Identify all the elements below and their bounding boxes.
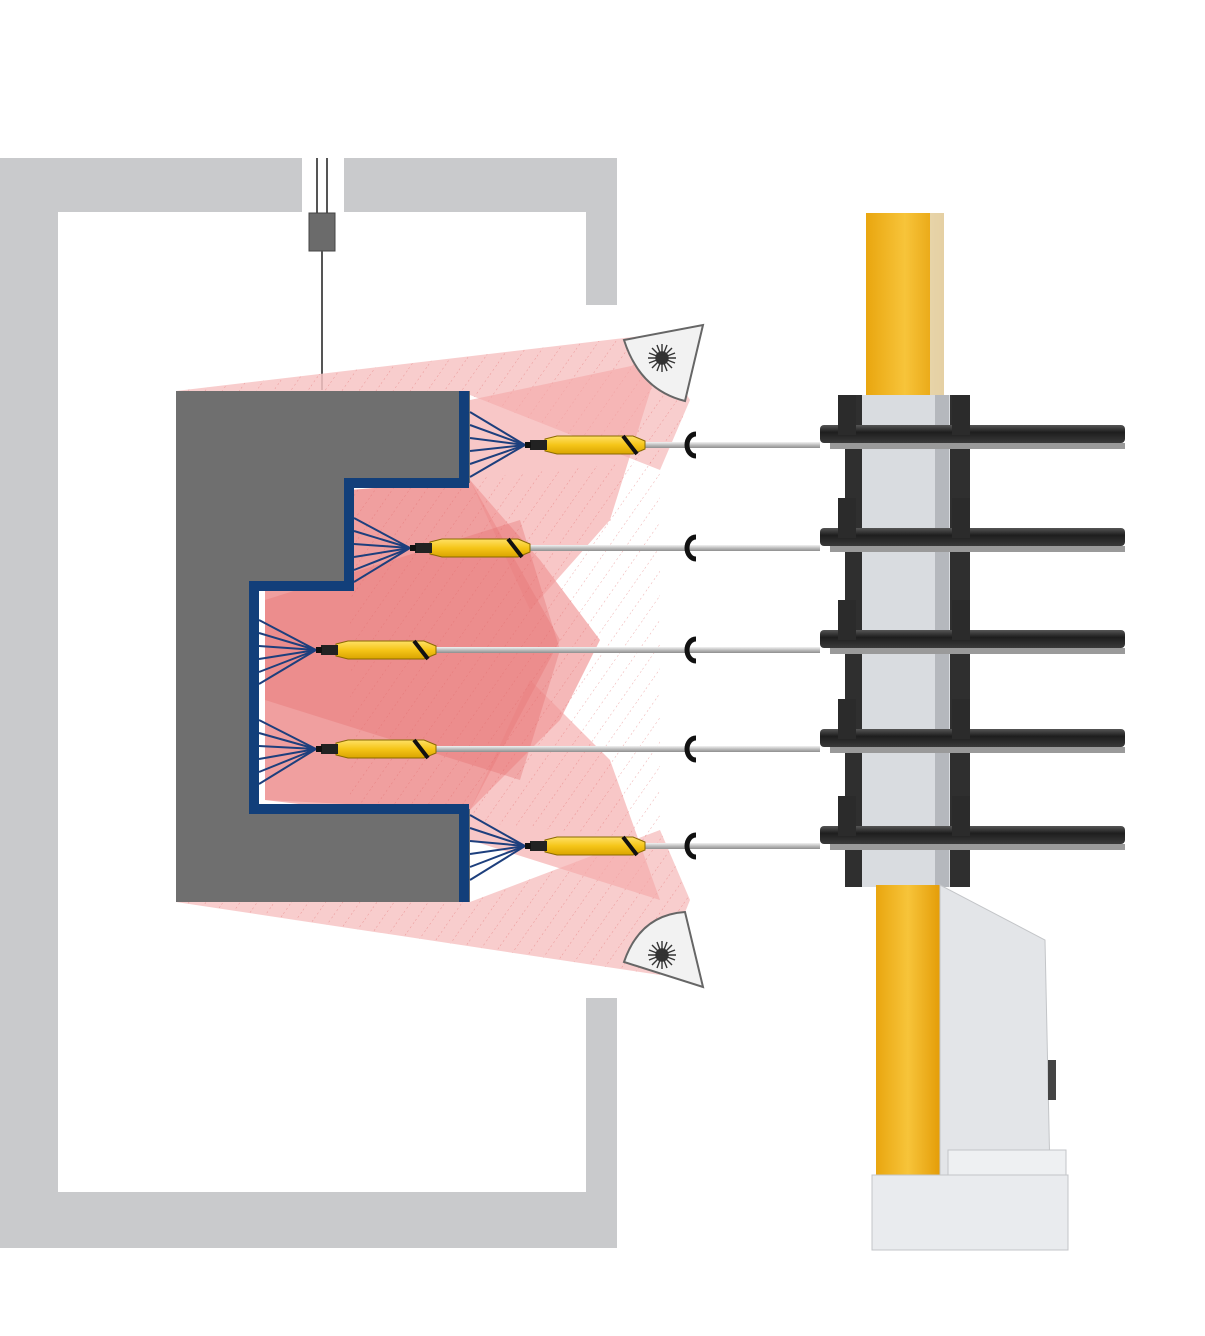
gun-nozzle [415, 543, 432, 553]
spray-booth-wall [0, 158, 617, 1248]
arm-bracket [952, 699, 970, 739]
clamp-ring [684, 636, 697, 664]
arm-bracket [838, 796, 856, 836]
scan-field-top [176, 335, 690, 470]
gun-nozzle [321, 744, 338, 754]
laser-burst-icon [648, 344, 676, 372]
gun-stripe [621, 434, 639, 456]
laser-scanner-bottom [622, 910, 705, 989]
gun-body [544, 435, 646, 455]
arm-rail-lower [830, 747, 1125, 753]
gun-tip [410, 545, 416, 551]
spray-gun-2 [410, 498, 1125, 562]
gun-nozzle [530, 841, 547, 851]
clamp-ring [684, 431, 697, 459]
arm-rail [820, 528, 1125, 546]
spray-gun-5 [525, 796, 1125, 860]
spray-fans [258, 411, 526, 881]
spray-fan-4 [258, 719, 317, 785]
gun-stripe [412, 738, 430, 760]
arm-rail [820, 630, 1125, 648]
gun-rod [645, 843, 820, 849]
spray-gun-1 [525, 395, 1125, 459]
gun-nozzle [321, 645, 338, 655]
gun-stripe [506, 537, 524, 559]
clamp-ring [684, 735, 697, 763]
clamp-ring [684, 534, 697, 562]
spray-gun-group [316, 395, 1125, 860]
gun-rod [436, 746, 820, 752]
spray-fan-3 [258, 619, 317, 685]
arm-rail [820, 826, 1125, 844]
gun-body [335, 739, 437, 759]
gun-tip [316, 647, 322, 653]
arm-bracket [952, 498, 970, 538]
arm-bracket [952, 796, 970, 836]
scan-field-bottom [176, 830, 690, 975]
arm-rail [820, 729, 1125, 747]
gun-rod [436, 647, 820, 653]
gun-stripe [621, 835, 639, 857]
spray-gun-4 [316, 699, 1125, 763]
laser-burst-icon [648, 941, 676, 969]
arm-bracket [952, 395, 970, 435]
arm-rail [820, 425, 1125, 443]
arm-bracket [838, 395, 856, 435]
gun-nozzle [530, 440, 547, 450]
gun-body [544, 836, 646, 856]
spray-gun-3 [316, 600, 1125, 664]
arm-bracket [838, 699, 856, 739]
overhead-conveyor-hanger [308, 158, 336, 390]
gun-rod [645, 442, 820, 448]
spray-fan-5 [469, 814, 526, 881]
gun-tip [525, 442, 531, 448]
gun-tip [525, 843, 531, 849]
arm-bracket [838, 600, 856, 640]
spray-fan-2 [353, 517, 411, 583]
arm-rail-lower [830, 546, 1125, 552]
clamp-ring [684, 832, 697, 860]
gun-body [429, 538, 531, 558]
arm-rail-lower [830, 443, 1125, 449]
arm-rail-lower [830, 844, 1125, 850]
gun-body [335, 640, 437, 660]
arm-bracket [952, 600, 970, 640]
gun-tip [316, 746, 322, 752]
spray-fan-1 [469, 411, 526, 478]
arm-rail-lower [830, 648, 1125, 654]
arm-bracket [838, 498, 856, 538]
gun-rod [530, 545, 820, 551]
gun-stripe [412, 639, 430, 661]
laser-scanner-top [622, 323, 705, 403]
stepped-workpiece [176, 391, 470, 902]
